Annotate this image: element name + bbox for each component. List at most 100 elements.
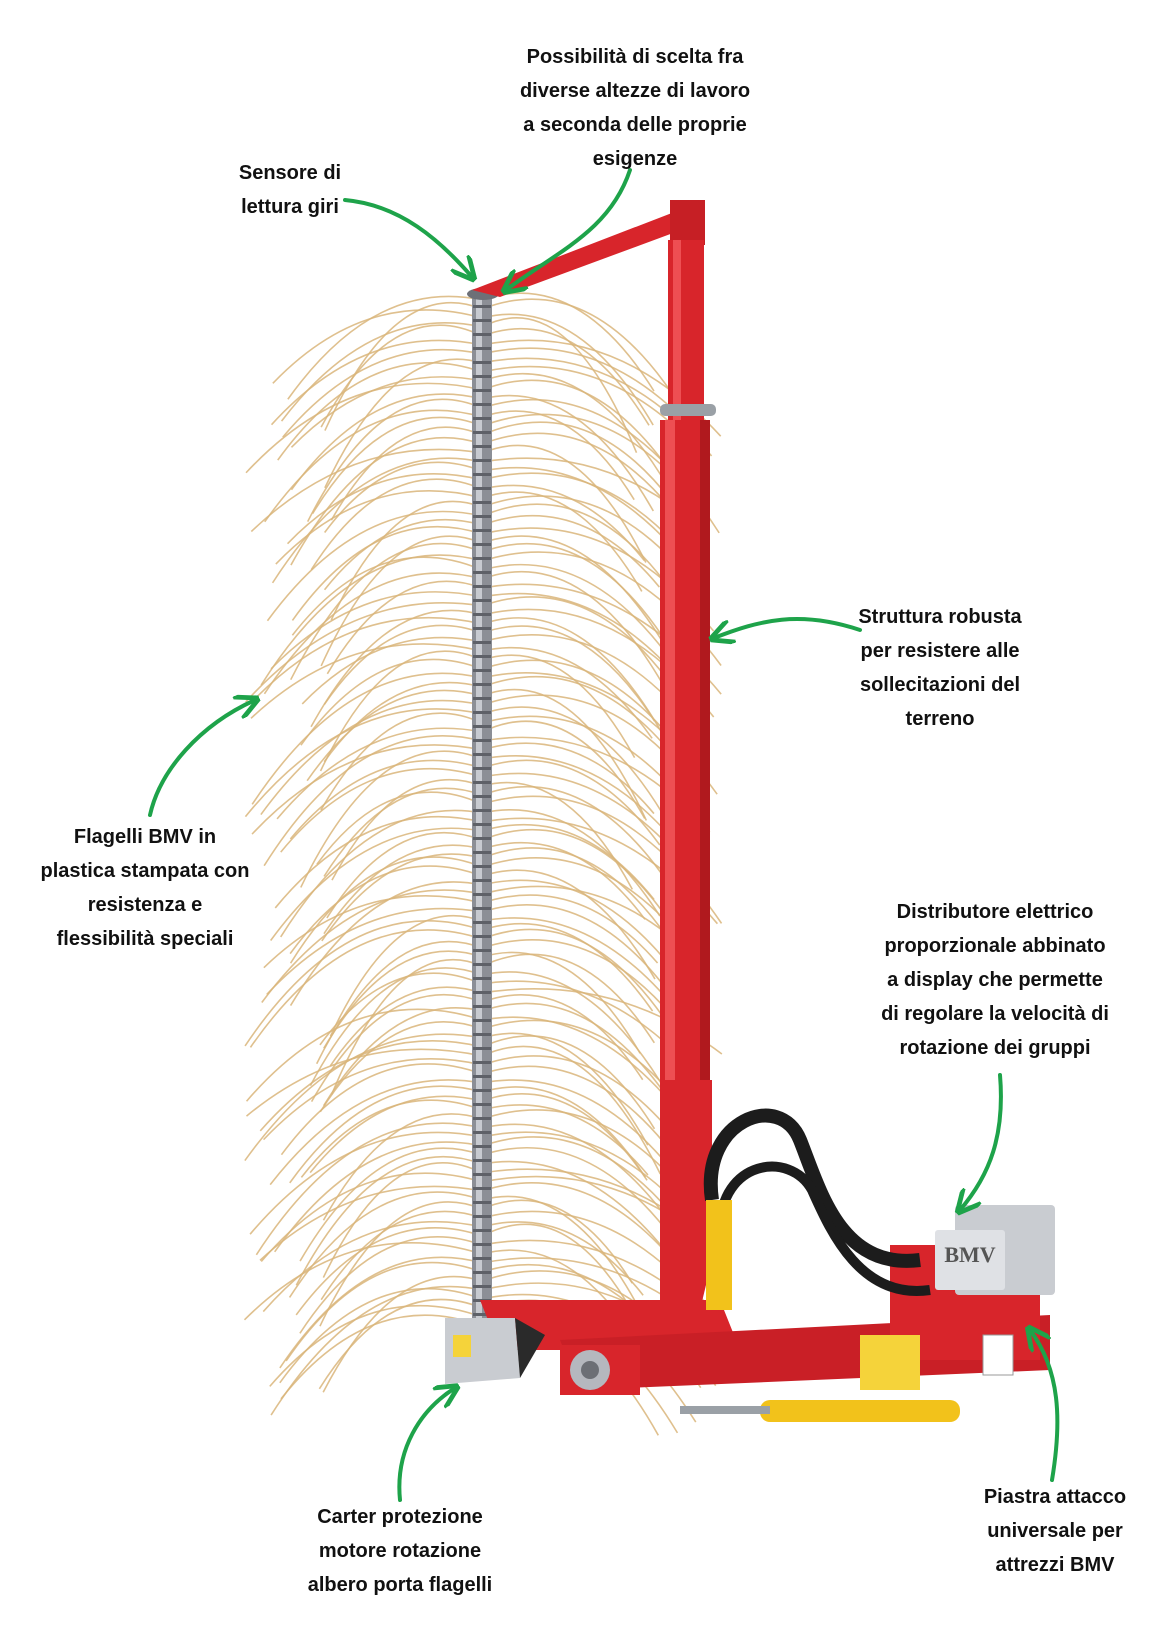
shaft-tick: [473, 767, 491, 770]
flail-strand: [481, 563, 683, 677]
flail-strand: [289, 1085, 483, 1184]
flail-strand: [263, 895, 483, 969]
flail-strand: [481, 1131, 677, 1203]
label-flails: Flagelli BMV in plastica stampata con re…: [40, 826, 250, 950]
flail-strand: [245, 1048, 483, 1117]
flail-strand: [322, 1162, 483, 1278]
flail-strand: [319, 1201, 483, 1327]
shaft-tick: [473, 949, 491, 952]
flail-strand: [481, 1109, 679, 1186]
label-structure: Struttura robusta per resistere alle sol…: [858, 606, 1022, 730]
flail-strand: [481, 894, 659, 964]
flail-strand: [330, 500, 483, 621]
arrow-structure: [714, 616, 862, 638]
flail-strand: [249, 929, 483, 1048]
shaft-tick: [473, 1131, 491, 1134]
flail-strand: [245, 1008, 483, 1102]
height-clamp: [660, 404, 716, 416]
flail-strand: [264, 409, 483, 523]
shaft-tick: [473, 1145, 491, 1148]
shaft-tick: [473, 1117, 491, 1120]
shaft-tick: [473, 543, 491, 546]
flail-strand: [481, 421, 673, 502]
flail-strand: [300, 750, 483, 888]
flail-strand: [481, 706, 663, 814]
shaft-tick: [473, 963, 491, 966]
flail-strand: [481, 570, 673, 702]
label-height-choice: Possibilità di scelta fra diverse altezz…: [519, 46, 751, 170]
shaft-tick: [473, 599, 491, 602]
flail-strand: [316, 791, 483, 865]
shaft-tick: [473, 1047, 491, 1050]
flail-strand: [481, 742, 655, 815]
flail-strand: [262, 1220, 483, 1313]
flail-strand: [331, 778, 483, 881]
flail-strand: [244, 708, 483, 818]
shaft-tick: [473, 935, 491, 938]
flail-strand: [319, 650, 483, 772]
arrow-flails: [148, 700, 255, 817]
flail-strand: [269, 1305, 483, 1387]
shaft-tick: [473, 1103, 491, 1106]
flail-strand: [289, 856, 483, 964]
shaft-tick: [473, 613, 491, 616]
callout-arrows: [148, 168, 1060, 1502]
flail-strand: [481, 298, 670, 390]
shaft-tick: [473, 473, 491, 476]
shaft-tick: [473, 417, 491, 420]
shaft-tick: [473, 1201, 491, 1204]
flail-strand: [481, 951, 641, 1054]
flail-strand: [289, 865, 483, 955]
shaft-tick: [473, 879, 491, 882]
label-distributor: Distributore elettrico proporzionale abb…: [881, 901, 1109, 1059]
shaft-tick: [473, 697, 491, 700]
flail-strand: [323, 950, 483, 1049]
flail-strand: [251, 744, 483, 835]
shaft-tick: [473, 361, 491, 364]
shaft-tick: [473, 1215, 491, 1218]
flail-strand: [306, 689, 483, 782]
flail-strand: [323, 461, 483, 533]
flail-strand: [260, 1172, 483, 1263]
shaft-tick: [473, 837, 491, 840]
flail-strand: [481, 327, 650, 426]
rotor-shaft: [467, 288, 499, 1338]
flail-strand: [291, 526, 483, 621]
flail-strand: [270, 591, 483, 670]
shaft-tick: [473, 1243, 491, 1246]
shaft-tick: [473, 851, 491, 854]
flail-strand: [481, 1199, 633, 1284]
shaft-tick: [473, 403, 491, 406]
flail-strand: [320, 535, 483, 667]
shaft-tick: [473, 683, 491, 686]
shaft-tick: [473, 571, 491, 574]
flail-strand: [326, 580, 483, 675]
flail-strand: [329, 986, 483, 1067]
flail-strand: [262, 1058, 483, 1141]
flail-strand: [319, 1021, 483, 1113]
flail-strand: [272, 309, 483, 384]
flail-strand: [245, 602, 483, 703]
shaft-tick: [473, 1313, 491, 1316]
flail-strand: [320, 1210, 483, 1301]
flail-strand: [287, 295, 483, 400]
shaft-tick: [473, 739, 491, 742]
flail-strand: [259, 1185, 483, 1261]
flail-strand: [481, 828, 681, 938]
flail-strand: [270, 339, 483, 426]
flail-strand: [481, 953, 655, 1044]
flail-strand: [260, 554, 483, 686]
flail-strand: [277, 362, 483, 461]
flail-strand: [481, 625, 656, 722]
label-carter: Carter protezione motore rotazione alber…: [307, 1506, 493, 1596]
shaft-tick: [473, 725, 491, 728]
shaft-tick: [473, 977, 491, 980]
flail-strand: [481, 365, 692, 443]
flail-strand: [481, 514, 660, 588]
flail-strand: [260, 699, 483, 816]
arrow-plate: [1030, 1330, 1060, 1482]
shaft-tick: [473, 319, 491, 322]
flail-strand: [481, 720, 646, 819]
flail-strand: [481, 971, 669, 1095]
flail-strand: [481, 432, 675, 514]
